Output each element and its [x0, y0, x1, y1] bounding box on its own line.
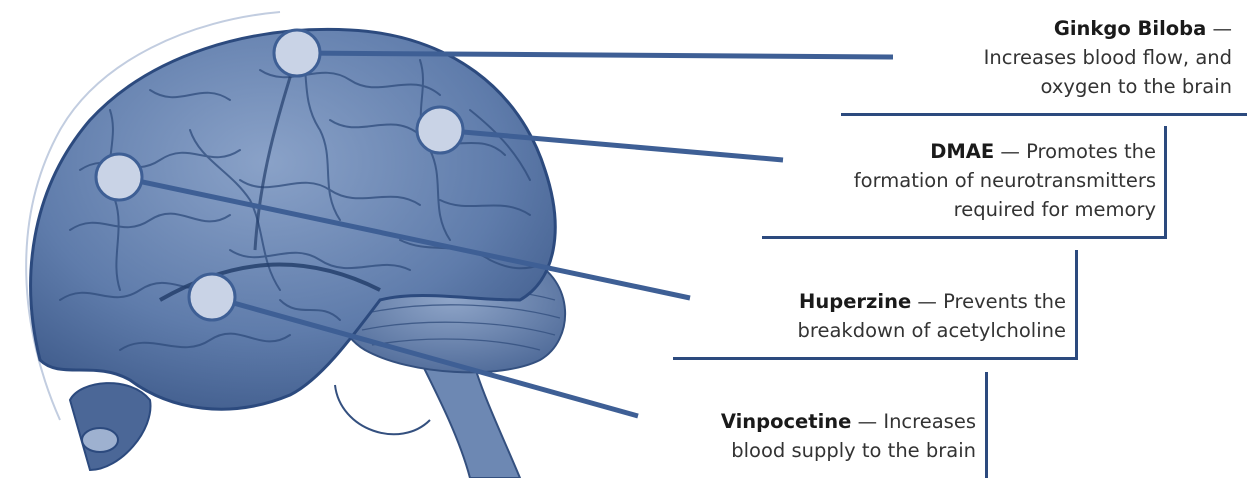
callout-ginkgo-dash: — — [1206, 17, 1232, 40]
nerve-loop — [335, 385, 430, 434]
callout-dmae-line1-rest: Promotes the — [1026, 140, 1156, 163]
ingredient-name-dmae: DMAE — [930, 140, 994, 163]
callout-dmae-rightbar — [1164, 126, 1167, 239]
callout-huperzine: Huperzine — Prevents the breakdown of ac… — [682, 287, 1066, 345]
callout-ginkgo-line1: Ginkgo Biloba — — [812, 14, 1232, 43]
callout-dmae-line3: required for memory — [770, 195, 1156, 224]
callout-vinpocetine-line1: Vinpocetine — Increases — [620, 407, 976, 436]
callout-ginkgo: Ginkgo Biloba — Increases blood flow, an… — [812, 14, 1232, 101]
ingredient-name-ginkgo: Ginkgo Biloba — [1054, 17, 1206, 40]
callout-huperzine-line1: Huperzine — Prevents the — [682, 287, 1066, 316]
eye — [82, 428, 118, 452]
marker-huperzine — [96, 154, 142, 200]
callout-vinpocetine: Vinpocetine — Increases blood supply to … — [620, 407, 976, 465]
eye-region — [70, 383, 150, 470]
callout-ginkgo-underline — [841, 113, 1247, 116]
callout-vinpocetine-rightbar — [985, 372, 988, 478]
callout-vinpocetine-line1-rest: Increases — [883, 410, 976, 433]
callout-huperzine-line2: breakdown of acetylcholine — [682, 316, 1066, 345]
marker-vinpocetine — [189, 274, 235, 320]
callout-huperzine-line1-rest: Prevents the — [943, 290, 1066, 313]
callout-vinpocetine-dash: — — [851, 410, 883, 433]
callout-dmae-dash: — — [994, 140, 1026, 163]
callout-ginkgo-line2: Increases blood flow, and — [812, 43, 1232, 72]
callout-dmae-underline — [762, 236, 1167, 239]
callout-huperzine-underline — [673, 357, 1078, 360]
callout-dmae-line1: DMAE — Promotes the — [770, 137, 1156, 166]
marker-ginkgo — [274, 30, 320, 76]
callout-ginkgo-line3: oxygen to the brain — [812, 72, 1232, 101]
ingredient-name-vinpocetine: Vinpocetine — [721, 410, 852, 433]
callout-dmae-line2: formation of neurotransmitters — [770, 166, 1156, 195]
callout-vinpocetine-line2: blood supply to the brain — [620, 436, 976, 465]
callout-huperzine-dash: — — [911, 290, 943, 313]
callout-huperzine-rightbar — [1075, 250, 1078, 360]
ingredient-name-huperzine: Huperzine — [799, 290, 911, 313]
marker-dmae — [417, 107, 463, 153]
callout-dmae: DMAE — Promotes the formation of neurotr… — [770, 137, 1156, 224]
